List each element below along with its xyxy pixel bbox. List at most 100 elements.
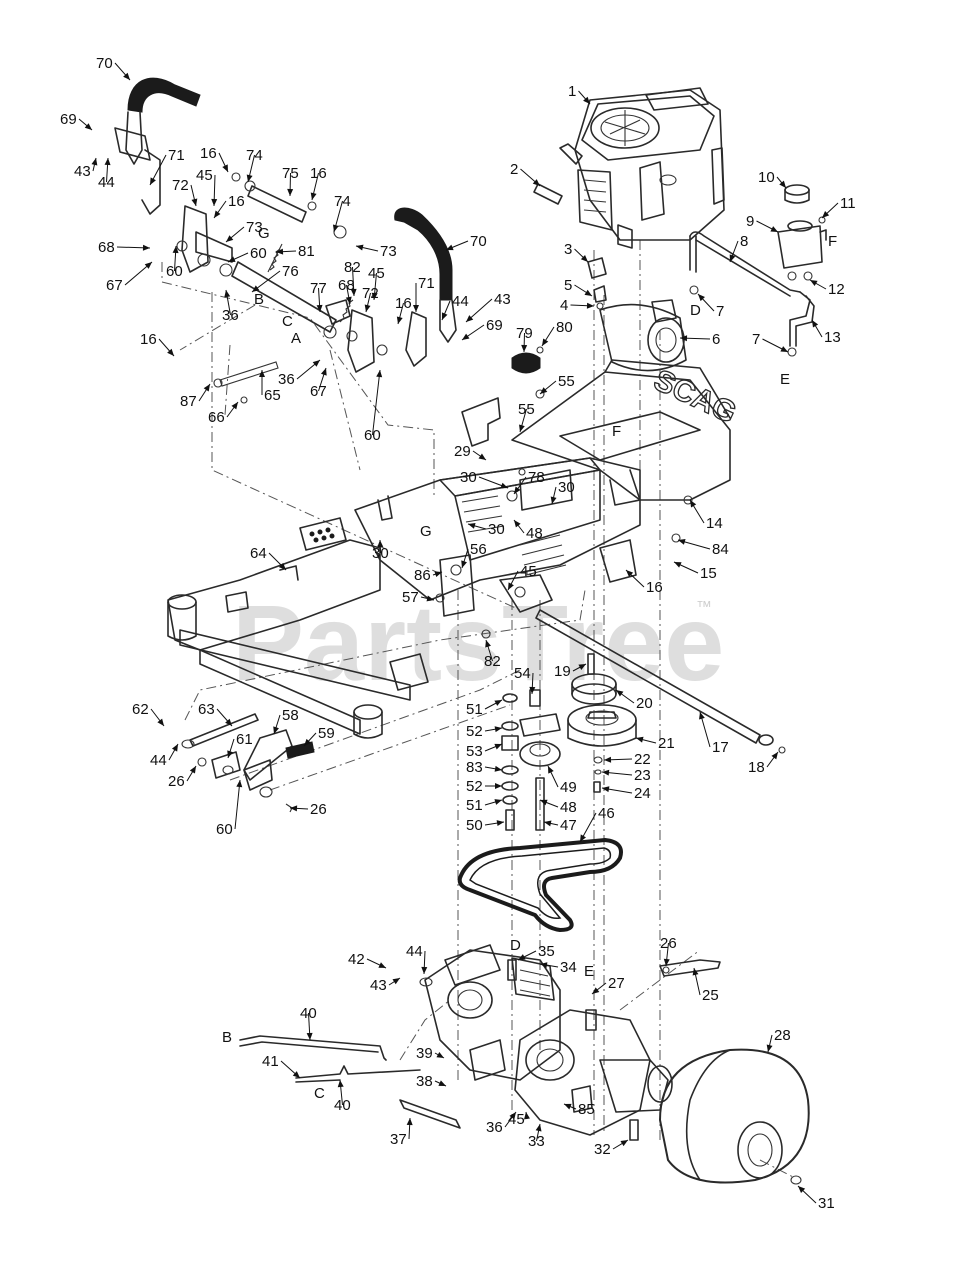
front-rail-lower (199, 649, 361, 735)
callout-43: 43 (370, 977, 387, 994)
right-handle-grip (394, 207, 453, 301)
callout-34: 34 (560, 959, 577, 976)
callout-52: 52 (466, 723, 483, 740)
callout-16: 16 (200, 145, 217, 162)
leader-arrow-44 (441, 312, 448, 320)
callout-7: 7 (752, 331, 760, 348)
leader-arrow-40 (306, 1032, 313, 1040)
leader-arrow-73 (356, 244, 364, 251)
callout-3: 3 (564, 241, 572, 258)
callout-25: 25 (702, 987, 719, 1004)
callout-45: 45 (368, 265, 385, 282)
leader-arrow-43 (392, 978, 400, 985)
leader-arrow-54 (529, 686, 536, 694)
left-lever-arm (125, 111, 143, 165)
leader-arrow-33 (535, 1124, 542, 1132)
spring-68 (339, 299, 354, 323)
callout-57: 57 (402, 589, 419, 606)
reference-letter-B: B (222, 1029, 232, 1046)
leader-arrow-13 (812, 320, 819, 328)
leader-arrow-3 (580, 254, 588, 262)
callout-77: 77 (310, 280, 327, 297)
leader-arrow-16 (310, 192, 317, 200)
leader-arrow-4 (586, 302, 594, 309)
left-transmission (419, 944, 561, 1081)
leader-arrow-36 (224, 290, 231, 298)
leader-arrow-32 (620, 1140, 628, 1147)
hose-13 (789, 291, 815, 347)
callout-13: 13 (824, 329, 841, 346)
leader-arrow-73 (226, 235, 234, 242)
callout-15: 15 (700, 565, 717, 582)
callout-84: 84 (712, 541, 729, 558)
leader-arrow-48 (514, 520, 521, 528)
callout-72: 72 (362, 285, 379, 302)
expansion-tank (689, 184, 827, 357)
callout-58: 58 (282, 707, 299, 724)
leader-arrow-38 (438, 1080, 446, 1086)
control-rods (239, 959, 721, 1129)
leader-arrow-60 (236, 780, 243, 788)
reference-letter-B: B (254, 291, 264, 308)
callout-28: 28 (774, 1027, 791, 1044)
leader-arrow-72 (364, 304, 371, 312)
leader-arrow-66 (231, 402, 238, 410)
leader-arrow-68 (142, 244, 150, 251)
right-steering-control (323, 207, 457, 373)
callout-16: 16 (646, 579, 663, 596)
callout-26: 26 (310, 801, 327, 818)
leader-arrow-71 (150, 177, 156, 185)
reference-letter-D: D (510, 937, 521, 954)
callout-20: 20 (636, 695, 653, 712)
leader-arrow-45 (371, 292, 378, 300)
leader-arrow-82 (350, 288, 357, 296)
left-pivot-bracket (181, 205, 209, 273)
callout-51: 51 (466, 797, 483, 814)
leader-arrow-72 (191, 198, 198, 206)
bolt-47 (535, 777, 545, 831)
leader-arrow-61 (227, 750, 233, 758)
right-pivot-bracket (347, 309, 375, 373)
leader-arrow-2 (532, 179, 540, 186)
watermark-trademark: ™ (696, 599, 712, 616)
leader-arrow-43 (466, 315, 474, 322)
leader-arrow-39 (436, 1051, 444, 1058)
reference-letter-C: C (282, 313, 293, 330)
callout-55: 55 (558, 373, 575, 390)
callout-26: 26 (168, 773, 185, 790)
callout-23: 23 (634, 767, 651, 784)
leader-arrow-28 (766, 1044, 773, 1052)
leader-arrow-55 (540, 387, 548, 394)
leader-arrow-29 (478, 453, 486, 460)
callout-11: 11 (840, 195, 856, 212)
leader-arrow-26 (663, 958, 670, 966)
leader-arrow-26 (189, 766, 196, 774)
idler-pulley-49 (519, 741, 561, 767)
callout-71: 71 (168, 147, 185, 164)
leader-arrow-30 (468, 522, 476, 529)
leader-arrow-56 (461, 560, 467, 568)
callout-74: 74 (334, 193, 351, 210)
callout-39: 39 (416, 1045, 433, 1062)
callout-54: 54 (514, 665, 531, 682)
leader-arrow-46 (580, 834, 587, 842)
leader-arrow-43 (91, 158, 98, 166)
callout-30: 30 (558, 479, 575, 496)
leader-arrow-69 (84, 123, 92, 130)
leader-arrow-62 (157, 718, 164, 726)
leader-arrow-12 (810, 280, 818, 287)
leader-arrow-53 (494, 743, 502, 750)
leader-arrow-7 (780, 346, 788, 352)
callout-44: 44 (98, 174, 115, 191)
clutch-assembly (567, 653, 637, 793)
leader-arrow-52 (494, 726, 502, 733)
park-brake-linkage (181, 713, 315, 813)
deck-logo: SCAG (649, 364, 742, 431)
callout-61: 61 (236, 731, 253, 748)
callout-16: 16 (140, 331, 157, 348)
leader-arrow-45 (508, 582, 514, 590)
leader-arrow-60 (228, 256, 236, 262)
leader-arrow-9 (770, 226, 778, 232)
